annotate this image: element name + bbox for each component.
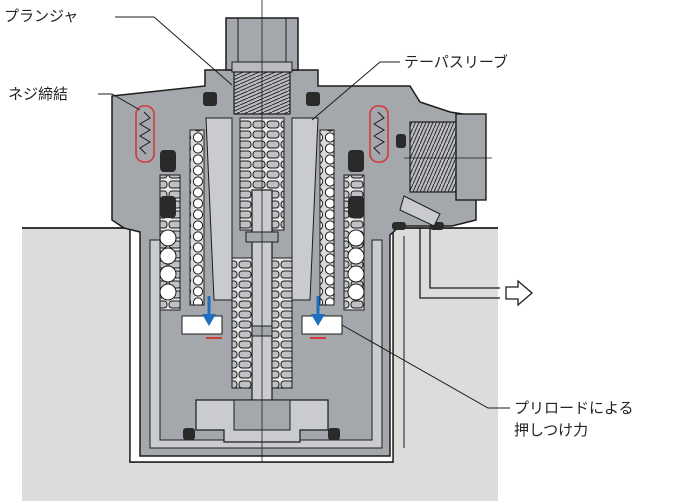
outlet-arrow [505,279,533,307]
port-fitting [409,121,461,193]
right-large-balls [347,229,365,301]
lower-left-spring [231,257,253,389]
leader-lines [98,16,510,409]
left-ball-column [189,129,205,306]
label-taper-sleeve: テーパスリーブ [404,53,508,71]
right-screw-spring [373,111,385,155]
left-screw-highlight [135,105,155,163]
o-ring-seals [160,92,444,440]
label-preload-line1: プリロードによる [514,399,634,417]
taper-sleeve [205,117,319,301]
workpiece-block [22,228,498,501]
right-ball-column [319,129,335,306]
label-plunger: プランジャ [4,7,79,25]
preload-arrows [202,296,325,326]
label-screw-fastening: ネジ締結 [8,85,69,103]
left-screw-spring [139,111,151,155]
left-large-balls [159,229,177,301]
right-screw-highlight [369,105,389,163]
oil-passage [419,228,500,299]
lower-right-spring [271,257,293,389]
label-preload-line2: 押しつけ力 [514,421,589,439]
